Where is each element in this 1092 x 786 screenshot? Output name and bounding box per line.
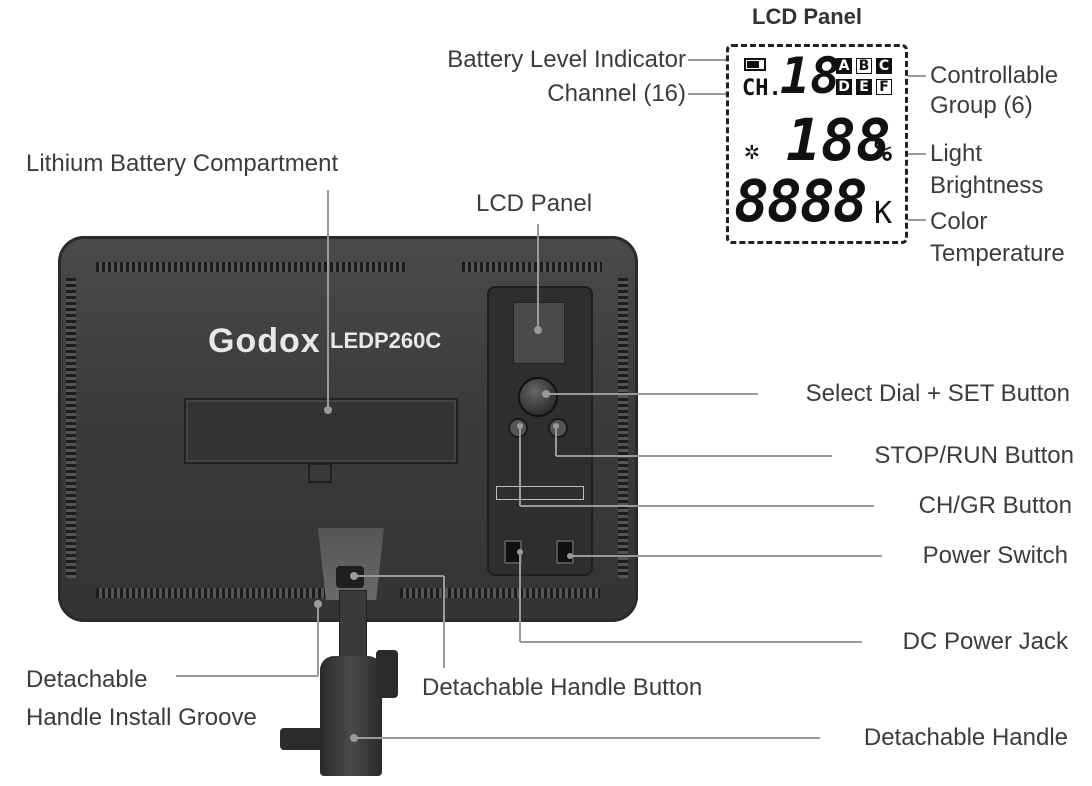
label-ch-gr: CH/GR Button [918, 492, 1072, 519]
stop-run-button[interactable] [548, 418, 568, 438]
brand-logo: Godox [208, 322, 321, 360]
handle-button[interactable] [336, 566, 364, 588]
lcd-channel-prefix: CH. [742, 76, 782, 101]
top-vent-right [462, 262, 602, 272]
label-dc-power: DC Power Jack [902, 628, 1068, 655]
lcd-group-e: E [856, 79, 872, 95]
lcd-group-f: F [876, 79, 892, 95]
ch-gr-button[interactable] [508, 418, 528, 438]
left-vent [66, 278, 76, 578]
bottom-vent-left [96, 588, 332, 598]
label-color-temp-2: Temperature [930, 240, 1065, 267]
right-vent [618, 278, 628, 578]
label-color-temp-1: Color [930, 208, 988, 235]
lcd-temperature: 8888 [734, 167, 868, 235]
label-battery-level: Battery Level Indicator [447, 46, 686, 73]
lcd-panel-title: LCD Panel [752, 4, 863, 29]
label-channel: Channel (16) [547, 80, 686, 107]
select-dial[interactable] [518, 377, 558, 417]
label-detachable-groove-2: Handle Install Groove [26, 704, 257, 731]
lcd-group-c: C [876, 58, 892, 74]
battery-compartment [184, 398, 458, 464]
detachable-handle [320, 656, 382, 776]
label-power-switch: Power Switch [922, 542, 1068, 569]
label-light-brightness-2: Brightness [930, 172, 1044, 199]
dc-power-jack[interactable] [504, 540, 522, 564]
lcd-percent: % [874, 134, 893, 169]
device-lcd-screen [513, 302, 565, 364]
label-light-brightness-1: Light [930, 140, 983, 167]
bottom-vent-right [400, 588, 600, 598]
label-detachable-handle: Detachable Handle [863, 724, 1068, 751]
lcd-group-d: D [836, 79, 852, 95]
handle-install-groove [318, 528, 384, 600]
label-stop-run: STOP/RUN Button [874, 442, 1074, 469]
top-vent-left [96, 262, 406, 272]
lcd-kelvin: K [874, 196, 893, 231]
label-detachable-groove-1: Detachable [26, 666, 148, 693]
lcd-group-b: B [856, 58, 872, 74]
spec-plate [496, 486, 584, 500]
lcd-panel-detail [726, 44, 908, 244]
handle-knob-left[interactable] [280, 728, 324, 750]
label-controllable-group-2: Group (6) [930, 92, 1033, 119]
label-select-dial: Select Dial + SET Button [805, 380, 1070, 407]
power-switch[interactable] [556, 540, 574, 564]
model-name: LEDP260C [330, 328, 442, 353]
label-handle-button: Detachable Handle Button [422, 674, 703, 701]
lcd-brightness: 188 [786, 106, 891, 174]
battery-latch [308, 463, 332, 483]
lcd-group-a: A [836, 58, 852, 74]
battery-level-icon [744, 58, 766, 71]
lcd-channel-value: 18 [780, 47, 841, 105]
label-lithium-battery: Lithium Battery Compartment [26, 150, 339, 177]
handle-knob-right[interactable] [376, 650, 398, 698]
label-controllable-group-1: Controllable [930, 62, 1059, 89]
lcd-sun-icon: ✲ [744, 136, 760, 166]
label-lcd-panel: LCD Panel [476, 190, 593, 217]
